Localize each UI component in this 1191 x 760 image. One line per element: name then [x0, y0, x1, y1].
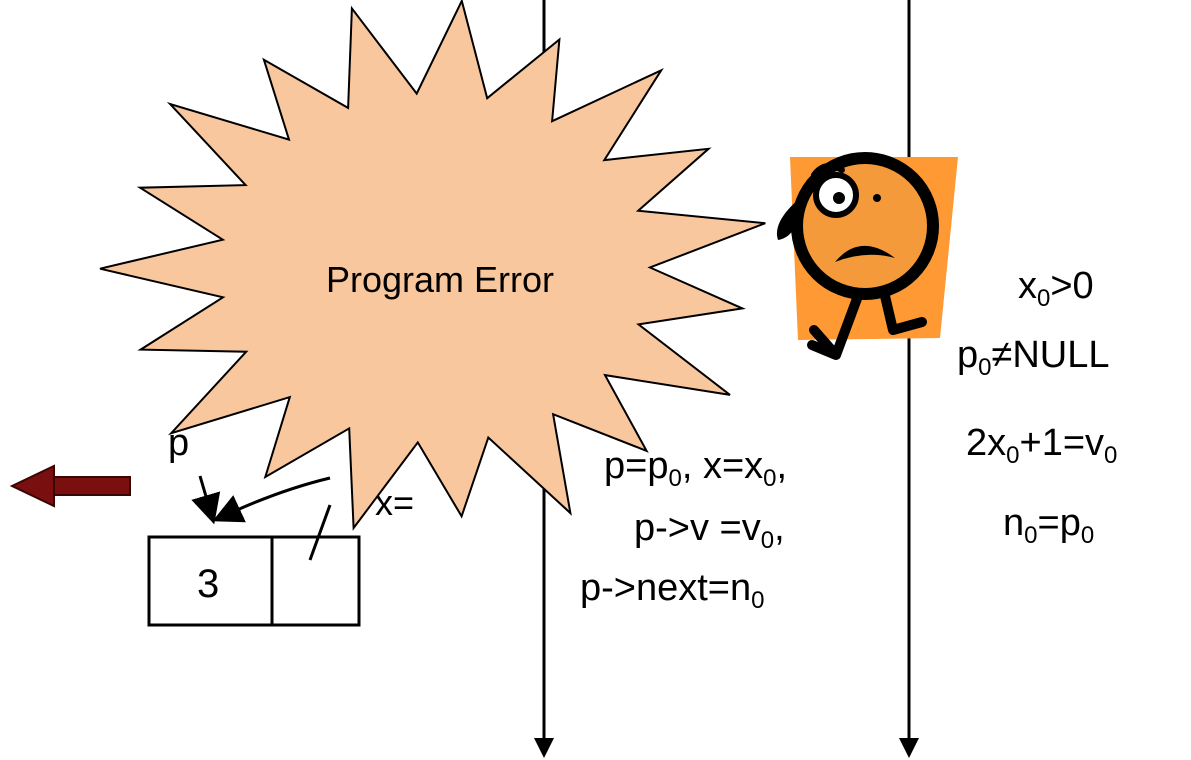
pointer-arrow — [191, 475, 221, 525]
middle-line-2: p->v =v0, — [634, 507, 785, 554]
explosion-burst-icon: Program Error — [99, 0, 766, 531]
character-head — [791, 152, 939, 300]
constraint-3: 2x0+1=v0 — [966, 422, 1117, 469]
middle-line-1: p=p0, x=x0, — [604, 445, 787, 492]
list-cell-value: 3 — [197, 562, 219, 606]
timeline-arrowhead-middle — [534, 738, 554, 758]
constraint-4: n0=p0 — [1003, 502, 1094, 549]
incoming-arrow — [212, 476, 331, 523]
left-arrow-icon — [9, 464, 131, 508]
constraint-1: x0>0 — [1018, 265, 1094, 312]
constraint-2: p0≠NULL — [957, 334, 1110, 381]
next-pointer-slash — [308, 504, 332, 561]
middle-line-3: p->next=n0 — [580, 567, 765, 614]
right-column: x0>0 p0≠NULL 2x0+1=v0 n0=p0 — [957, 265, 1117, 549]
list-cell-next-box — [270, 535, 361, 627]
middle-column: p=p0, x=x0, p->v =v0, p->next=n0 — [580, 445, 787, 614]
list-cell-value-box — [147, 535, 274, 627]
timeline-arrowhead-right — [899, 738, 919, 758]
scared-running-character-icon — [776, 152, 958, 360]
burst-text: Program Error — [326, 259, 554, 300]
